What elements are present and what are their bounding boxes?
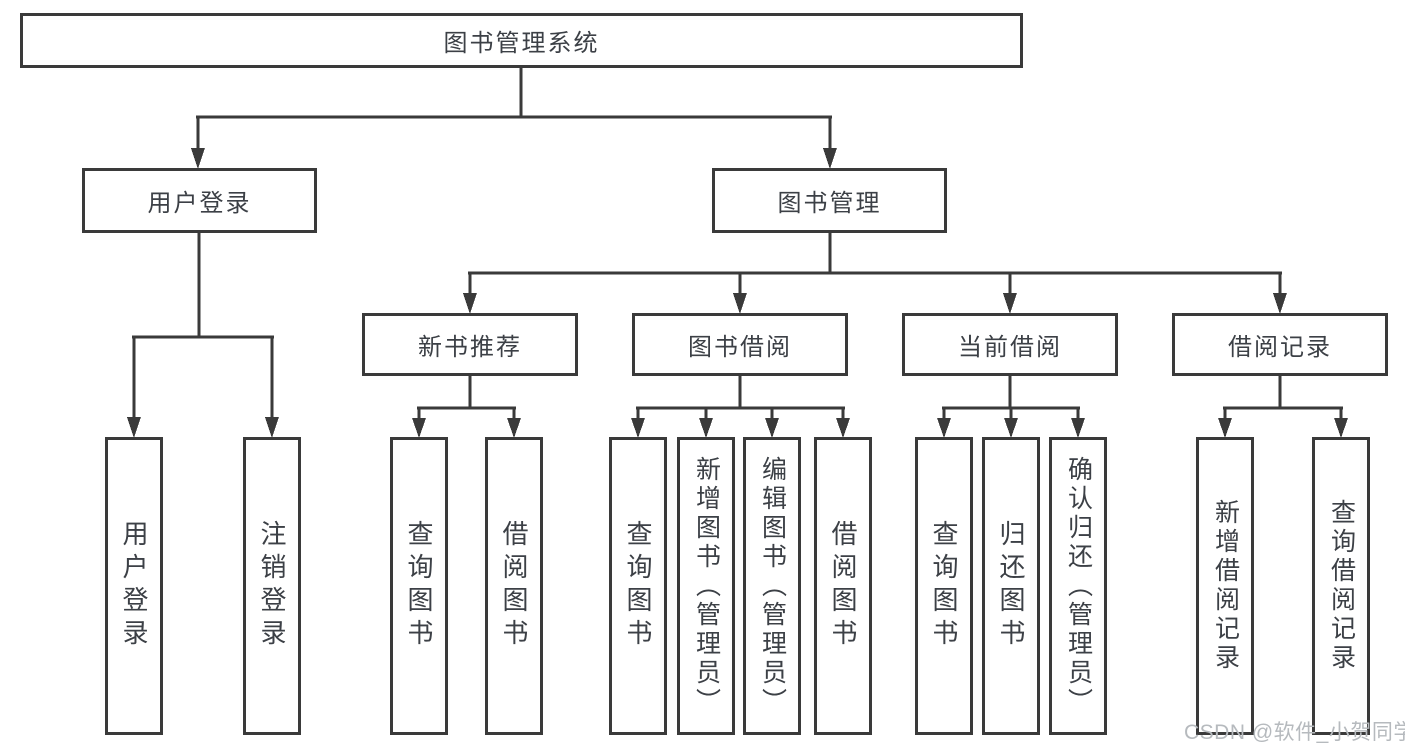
node-leaf-borrow-book: 借阅图书: [814, 437, 872, 735]
node-label: 归还图书: [996, 520, 1026, 652]
node-leaf-add-borrow-record: 新增借阅记录: [1196, 437, 1254, 735]
node-leaf-query-books-recommend: 查询图书: [390, 437, 448, 735]
node-label: 编辑图书（管理员）: [758, 455, 787, 717]
node-leaf-query-borrow-record: 查询借阅记录: [1312, 437, 1370, 735]
node-label: 新增借阅记录: [1211, 499, 1240, 673]
node-label: 查询图书: [929, 520, 959, 652]
node-root: 图书管理系统: [20, 13, 1023, 68]
node-label: 查询借阅记录: [1327, 499, 1356, 673]
node-leaf-query-books-current: 查询图书: [915, 437, 973, 735]
node-leaf-confirm-return-admin: 确认归还（管理员）: [1049, 437, 1107, 735]
node-user-login-branch: 用户登录: [82, 168, 317, 233]
node-book-management-branch: 图书管理: [712, 168, 947, 233]
watermark: CSDN @软件_小贺同学: [1184, 721, 1405, 744]
node-label: 注销登录: [257, 520, 287, 652]
node-leaf-add-book-admin: 新增图书（管理员）: [677, 437, 735, 735]
node-new-book-recommend: 新书推荐: [362, 313, 578, 376]
node-label: 查询图书: [623, 520, 653, 652]
node-book-borrowing: 图书借阅: [632, 313, 848, 376]
node-label: 查询图书: [404, 520, 434, 652]
node-label: 新增图书（管理员）: [692, 455, 721, 717]
node-label: 借阅图书: [828, 520, 858, 652]
node-leaf-return-book: 归还图书: [982, 437, 1040, 735]
node-leaf-query-books-borrow: 查询图书: [609, 437, 667, 735]
node-label: 借阅图书: [499, 520, 529, 652]
node-leaf-logout: 注销登录: [243, 437, 301, 735]
node-label: 确认归还（管理员）: [1064, 455, 1093, 717]
node-leaf-user-login: 用户登录: [105, 437, 163, 735]
node-borrowing-records: 借阅记录: [1172, 313, 1388, 376]
node-leaf-edit-book-admin: 编辑图书（管理员）: [743, 437, 801, 735]
node-label: 用户登录: [119, 520, 149, 652]
node-leaf-borrow-book-recommend: 借阅图书: [485, 437, 543, 735]
node-current-borrowing: 当前借阅: [902, 313, 1118, 376]
